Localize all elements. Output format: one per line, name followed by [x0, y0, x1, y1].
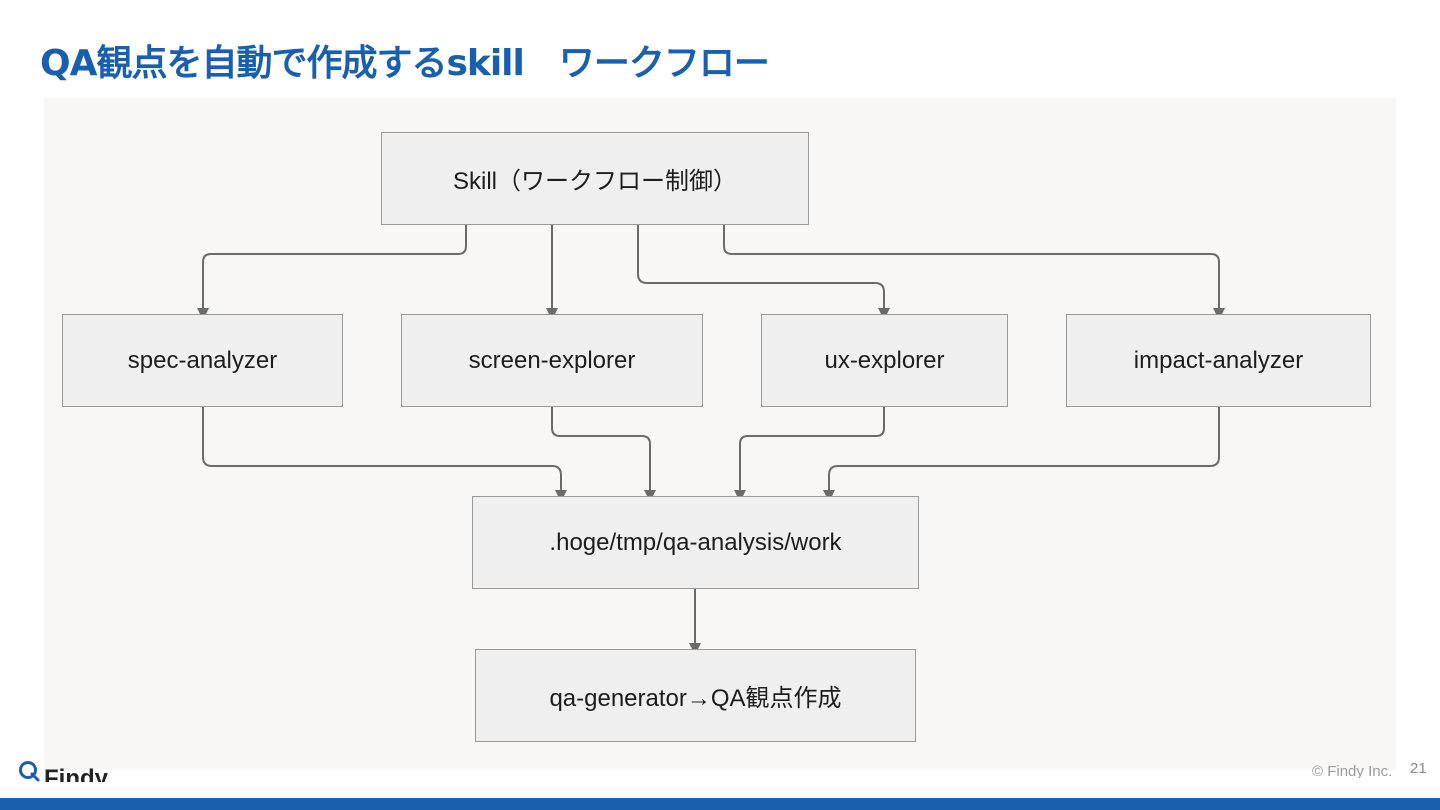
workflow-diagram: Skill（ワークフロー制御） spec-analyzer screen-exp…	[44, 98, 1396, 770]
edge-ux-explorer-to-work	[734, 407, 885, 502]
edge-skill-to-impact-analyzer	[723, 224, 1225, 320]
node-work-directory: .hoge/tmp/qa-analysis/work	[472, 496, 919, 589]
node-impact-analyzer: impact-analyzer	[1066, 314, 1371, 407]
edge-spec-analyzer-to-work	[202, 407, 567, 502]
edge-impact-analyzer-to-work	[823, 407, 1220, 502]
node-spec-analyzer: spec-analyzer	[62, 314, 343, 407]
edge-skill-to-ux-explorer	[637, 224, 890, 320]
findy-logo-icon	[19, 761, 40, 782]
copyright-text: © Findy Inc.	[1312, 763, 1393, 778]
node-screen-explorer: screen-explorer	[401, 314, 703, 407]
findy-logo: Findy	[18, 756, 118, 782]
diagram-edges	[197, 224, 1225, 655]
node-skill-workflow-control: Skill（ワークフロー制御）	[381, 132, 809, 225]
page-number: 21	[1410, 760, 1427, 777]
edge-screen-explorer-to-work	[551, 407, 656, 502]
bottom-accent-bar	[0, 798, 1440, 810]
node-qa-generator: qa-generator→QA観点作成	[475, 649, 916, 742]
findy-logo-text: Findy	[44, 765, 108, 782]
slide-title: QA観点を自動で作成するskill ワークフロー	[40, 43, 770, 84]
edge-skill-to-spec-analyzer	[197, 224, 467, 320]
node-ux-explorer: ux-explorer	[761, 314, 1008, 407]
